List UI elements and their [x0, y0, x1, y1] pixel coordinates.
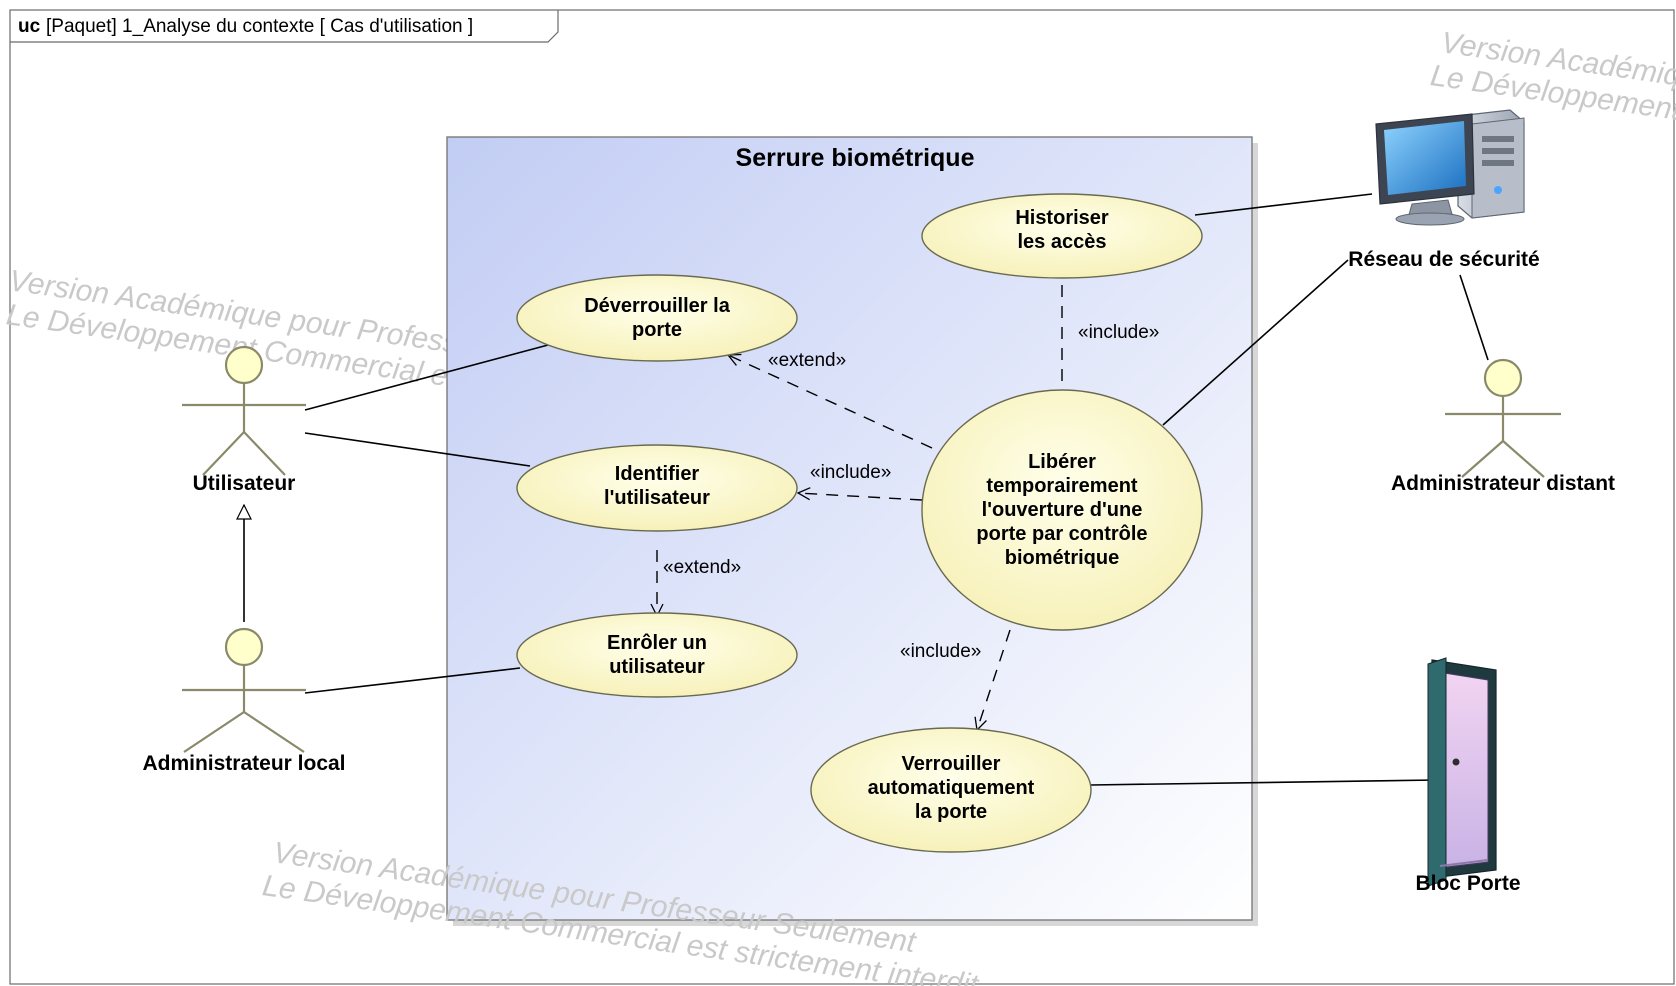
assoc-verrouiller-blocporte: [1090, 779, 1437, 786]
label-extend-deverrouiller: «extend»: [768, 350, 846, 371]
svg-text:porte par contrôle: porte par contrôle: [976, 523, 1147, 545]
dependencies: [657, 266, 1062, 730]
actor-admin-distant[interactable]: [1445, 358, 1561, 478]
frame-keyword: uc: [18, 16, 41, 37]
assoc-utilisateur-identifier: [304, 432, 531, 467]
actor-admin-distant-label: Administrateur distant: [1391, 472, 1615, 495]
assoc-utilisateur-deverrouiller: [304, 344, 549, 411]
svg-text:Historiser: Historiser: [1015, 207, 1109, 229]
svg-text:automatiquement: automatiquement: [868, 777, 1035, 799]
actor-reseau-label: Réseau de sécurité: [1348, 248, 1539, 271]
label-include-historiser: «include»: [1078, 322, 1159, 343]
extend-liberer-deverrouiller: [728, 355, 933, 449]
actor-admin-distant-head: [1483, 358, 1523, 398]
use-case-historiser[interactable]: Historiser les accès: [921, 193, 1203, 279]
actor-bloc-porte-label: Bloc Porte: [1415, 872, 1520, 895]
actor-admin-local-head: [224, 627, 264, 667]
actor-utilisateur-head: [224, 345, 264, 385]
svg-text:Déverrouiller la: Déverrouiller la: [584, 295, 731, 317]
svg-text:l'utilisateur: l'utilisateur: [604, 487, 710, 509]
label-include-identifier: «include»: [810, 462, 891, 483]
use-case-deverrouiller[interactable]: Déverrouiller la porte: [516, 274, 798, 362]
actor-utilisateur-label: Utilisateur: [193, 472, 296, 495]
label-include-verrouiller: «include»: [900, 641, 981, 662]
label-extend-enroler: «extend»: [663, 557, 741, 578]
assoc-adminlocal-enroler: [304, 667, 521, 694]
use-case-identifier[interactable]: Identifier l'utilisateur: [516, 444, 798, 532]
use-case-liberer[interactable]: Libérer temporairement l'ouverture d'une…: [921, 389, 1203, 631]
svg-text:Identifier: Identifier: [615, 463, 700, 485]
assoc-admindistant-reseau: [1459, 274, 1489, 361]
frame-tab: [10, 10, 559, 43]
system-title: Serrure biométrique: [736, 144, 975, 172]
svg-text:biométrique: biométrique: [1005, 547, 1119, 569]
computer-icon[interactable]: [1375, 109, 1525, 226]
door-icon[interactable]: [1427, 657, 1497, 887]
svg-text:l'ouverture d'une: l'ouverture d'une: [982, 499, 1143, 521]
assoc-liberer-reseau: [1162, 259, 1349, 426]
svg-text:la porte: la porte: [915, 801, 987, 823]
associations: [244, 193, 1489, 786]
svg-text:Enrôler un: Enrôler un: [607, 632, 707, 654]
svg-text:temporairement: temporairement: [986, 475, 1137, 497]
include-liberer-verrouiller: [977, 629, 1011, 730]
use-case-verrouiller[interactable]: Verrouiller automatiquement la porte: [810, 727, 1092, 853]
svg-text:Libérer: Libérer: [1028, 451, 1096, 473]
frame-title: [Paquet] 1_Analyse du contexte [ Cas d'u…: [46, 16, 473, 37]
actor-admin-local-label: Administrateur local: [142, 752, 345, 775]
use-case-enroler[interactable]: Enrôler un utilisateur: [516, 612, 798, 698]
actor-admin-local[interactable]: [182, 627, 306, 753]
svg-text:les accès: les accès: [1018, 231, 1107, 253]
svg-text:utilisateur: utilisateur: [609, 656, 705, 678]
assoc-historiser-reseau: [1194, 193, 1373, 216]
svg-text:Verrouiller: Verrouiller: [902, 753, 1001, 775]
svg-text:porte: porte: [632, 319, 682, 341]
actor-utilisateur[interactable]: [182, 345, 306, 476]
